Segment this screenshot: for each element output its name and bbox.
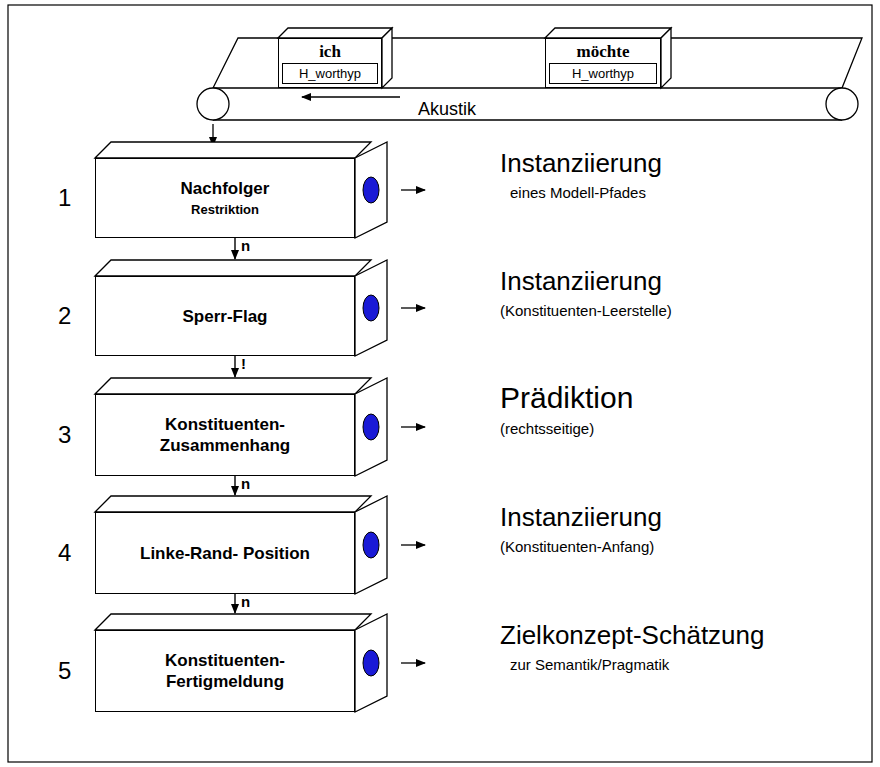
status-dot [363, 295, 379, 321]
status-dot [363, 650, 379, 676]
box-side-face [661, 28, 671, 88]
frame [8, 5, 872, 762]
step-result-note: zur Semantik/Pragmatik [510, 656, 669, 673]
process-box: Konstituenten- Zusammenhang [95, 394, 355, 476]
step-number: 4 [58, 539, 71, 567]
box-side-face [355, 378, 387, 476]
output-arrow [401, 426, 425, 427]
word-hypothesis-box: ichH_worthyp [278, 38, 382, 88]
box-top-face [95, 260, 371, 276]
edge-label: n [241, 593, 250, 610]
flow-arrow [234, 476, 235, 495]
word-label: möchte [577, 42, 630, 62]
box-top-face [95, 378, 371, 394]
belt-label: Akustik [418, 99, 476, 120]
hypothesis-tag: H_worthyp [282, 63, 378, 84]
box-side-face [355, 614, 387, 712]
step-number: 3 [58, 421, 71, 449]
step-number: 2 [58, 302, 71, 330]
process-box: Konstituenten- Fertigmeldung [95, 630, 355, 712]
step-result: Prädiktion [500, 380, 633, 415]
process-box: NachfolgerRestriktion [95, 158, 355, 238]
step-result: Instanziierung [500, 502, 662, 532]
box-top-face [95, 496, 371, 512]
step-result-note: (Konstituenten-Leerstelle) [500, 302, 672, 319]
step-result: Instanziierung [500, 148, 662, 178]
process-box: Linke-Rand- Position [95, 512, 355, 594]
flow-arrow [234, 356, 235, 377]
box-side-face [382, 28, 392, 88]
conveyor-belt [197, 38, 862, 146]
box-title: Nachfolger [181, 178, 270, 199]
box-side-face [355, 496, 387, 594]
box-subtitle: Restriktion [191, 201, 259, 218]
flow-arrow [234, 594, 235, 613]
output-arrow [401, 662, 425, 663]
edge-label: ! [241, 355, 246, 372]
word-label: ich [319, 42, 341, 62]
word-hypothesis-box: möchteH_worthyp [545, 38, 661, 88]
step-number: 1 [58, 184, 71, 212]
box-title: Sperr-Flag [182, 306, 267, 327]
step-result-note: (rechtsseitige) [500, 420, 594, 437]
box-title: Konstituenten- Zusammenhang [140, 414, 310, 456]
output-arrow [401, 189, 425, 190]
box-side-face [355, 142, 387, 238]
output-arrow [401, 307, 425, 308]
status-dot [363, 177, 379, 203]
step-number: 5 [58, 657, 71, 685]
box-top-face [95, 614, 371, 630]
box-top-face [95, 142, 371, 158]
box-title: Konstituenten- Fertigmeldung [140, 650, 310, 692]
edge-label: n [241, 237, 250, 254]
status-dot [363, 414, 379, 440]
box-title: Linke-Rand- Position [140, 543, 310, 564]
output-arrow [401, 544, 425, 545]
step-result: Zielkonzept-Schätzung [500, 620, 764, 650]
box-side-face [355, 260, 387, 356]
flow-arrow [234, 238, 235, 259]
step-result-note: (Konstituenten-Anfang) [500, 538, 654, 555]
step-result-note: eines Modell-Pfades [510, 184, 646, 201]
edge-label: n [241, 475, 250, 492]
process-box: Sperr-Flag [95, 276, 355, 356]
status-dot [363, 532, 379, 558]
box-top-face [278, 28, 392, 38]
hypothesis-tag: H_worthyp [549, 63, 657, 84]
step-result: Instanziierung [500, 266, 662, 296]
box-top-face [545, 28, 671, 38]
